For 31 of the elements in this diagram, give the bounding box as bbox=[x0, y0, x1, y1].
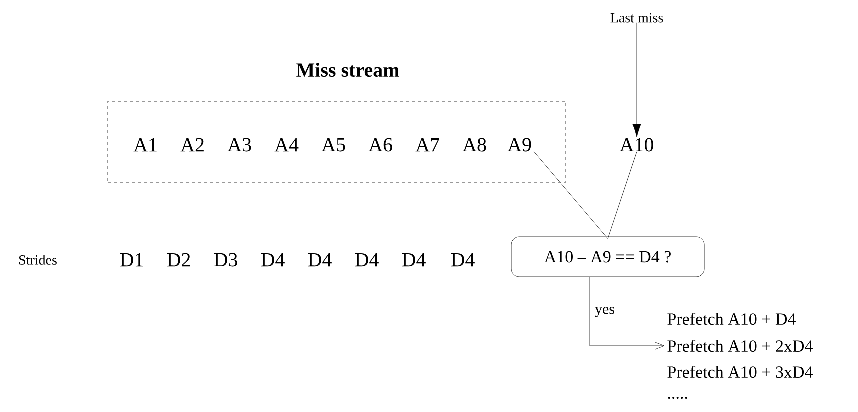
edge-label: yes bbox=[595, 307, 614, 318]
address-text: A7 bbox=[416, 138, 440, 152]
stride-text: D3 bbox=[214, 253, 238, 267]
connector-line bbox=[534, 152, 608, 239]
decision-box: A10 – A9 == D4 ? bbox=[511, 236, 705, 278]
stride-text: D4 bbox=[261, 253, 285, 267]
stride-text: D2 bbox=[167, 253, 190, 267]
address-text: A6 bbox=[368, 138, 392, 152]
connector-line bbox=[632, 22, 642, 138]
stride-text: D4 bbox=[355, 253, 379, 267]
address-text: A9 bbox=[508, 138, 532, 152]
stride-text: D1 bbox=[120, 253, 144, 267]
prefetch-text: Prefetch A10 + 2xD4 bbox=[668, 340, 813, 352]
address-text: A10 bbox=[620, 138, 654, 152]
node-label: Miss stream bbox=[296, 62, 400, 78]
arrow bbox=[590, 277, 665, 350]
connector-line bbox=[608, 152, 638, 239]
prefetch-text: ..... bbox=[668, 397, 688, 399]
prefetch-text: Prefetch A10 + D4 bbox=[668, 312, 796, 326]
stride-text: D4 bbox=[308, 253, 332, 267]
stride-text: D4 bbox=[402, 253, 426, 267]
address-text: A5 bbox=[322, 138, 346, 152]
stride-text: D4 bbox=[451, 253, 475, 267]
row-label: Strides bbox=[20, 255, 57, 265]
address-text: A4 bbox=[274, 138, 299, 152]
address-text: A2 bbox=[180, 138, 204, 152]
address-text: A3 bbox=[228, 138, 252, 152]
annotation-text: Last miss bbox=[610, 13, 664, 23]
prefetch-text: Prefetch A10 + 3xD4 bbox=[668, 366, 813, 378]
address-text: A1 bbox=[134, 138, 157, 152]
address-text: A8 bbox=[462, 138, 486, 152]
